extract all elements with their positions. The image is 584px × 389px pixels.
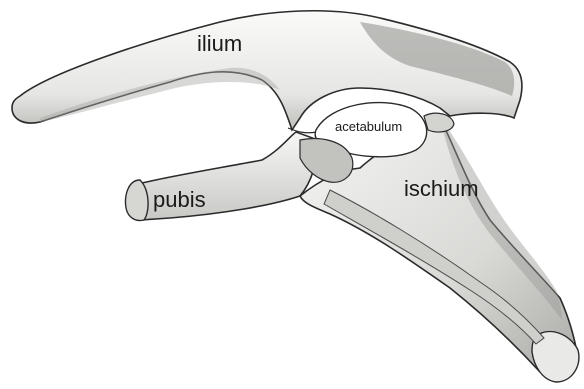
label-acetabulum: acetabulum: [335, 120, 402, 133]
pubis-tip: [126, 180, 149, 221]
label-ilium: ilium: [197, 33, 242, 55]
label-ischium: ischium: [404, 178, 479, 200]
label-pubis: pubis: [153, 189, 206, 211]
